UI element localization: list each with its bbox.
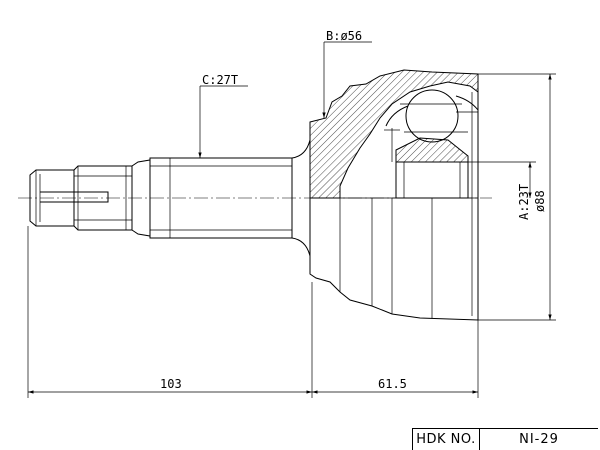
leader-b [322, 41, 372, 118]
inner-race [384, 128, 469, 199]
dim-bottom [27, 226, 479, 398]
title-block: HDK NO. NI-29 [412, 428, 598, 450]
label-a-dia: ø88 [533, 190, 547, 212]
label-b: B:ø56 [326, 29, 362, 43]
dim-diameter [478, 73, 556, 321]
dim-a [468, 161, 536, 198]
threaded-stub [29, 165, 133, 231]
title-block-value: NI-29 [519, 432, 559, 447]
title-block-label: HDK NO. [413, 429, 480, 450]
ball-cage [385, 89, 479, 143]
dim-left-value: 103 [160, 377, 182, 391]
bell-housing [309, 69, 479, 321]
dim-right-value: 61.5 [378, 377, 407, 391]
label-c: C:27T [202, 73, 238, 87]
leader-c [198, 85, 248, 158]
label-a-teeth: A:23T [517, 184, 531, 220]
